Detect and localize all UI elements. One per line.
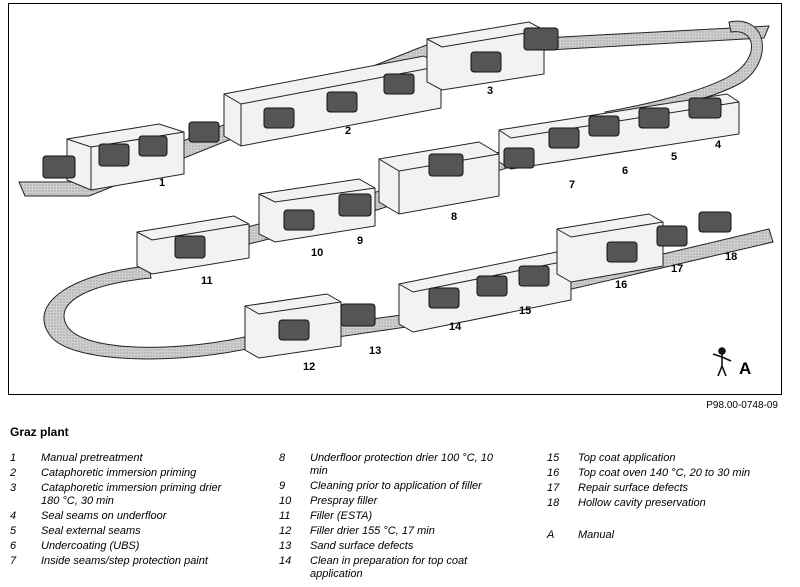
station-label-9: 9 [357,235,363,247]
page-title: Graz plant [10,425,69,439]
station-label-10: 10 [311,247,323,259]
manual-label: A [739,359,751,378]
station-label-14: 14 [449,321,462,333]
station-label-7: 7 [569,179,575,191]
station-label-4: 4 [715,139,722,151]
station-label-1: 1 [159,177,165,189]
station-label-6: 6 [622,165,628,177]
station-label-2: 2 [345,125,351,137]
plant-layout-diagram: 1 2 3 4 5 6 7 8 9 10 11 12 13 14 15 16 1… [8,3,782,395]
manual-worker-icon [712,347,732,377]
vehicles [42,27,732,341]
plant-layout-svg: 1 2 3 4 5 6 7 8 9 10 11 12 13 14 15 16 1… [18,20,774,378]
station-label-12: 12 [303,361,315,373]
booth-structures [66,21,740,359]
reference-code: P98.00-0748-09 [706,400,778,411]
legend-spacer [547,512,792,527]
station-label-3: 3 [487,85,493,97]
station-label-11: 11 [201,275,213,287]
station-label-13: 13 [369,345,381,357]
station-label-16: 16 [615,279,627,291]
station-label-18: 18 [725,251,737,263]
station-label-15: 15 [519,305,531,317]
station-label-17: 17 [671,263,683,275]
station-label-5: 5 [671,151,677,163]
station-label-8: 8 [451,211,457,223]
